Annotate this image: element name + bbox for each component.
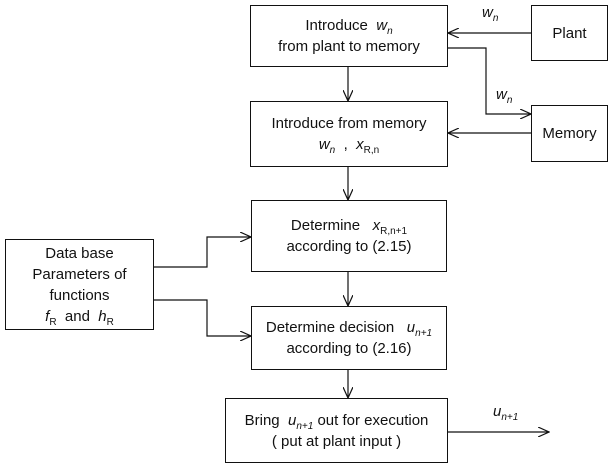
w-symbol: w [496,86,507,103]
n1-subscript: n+1 [501,412,519,423]
n-subscript: n [329,145,336,156]
w-symbol: w [376,17,388,34]
wn-label-plant: wn [482,4,499,24]
database-line2: Parameters of [32,265,127,283]
plant-box: Plant [531,5,608,61]
introduce-from-memory-box: Introduce from memory wn , xR,n [250,101,448,167]
n1-subscript: n+1 [415,328,433,339]
box2-line1: Introduce from memory [271,115,427,132]
box3-line2: according to (2.15) [286,238,412,255]
w-symbol: w [482,4,493,21]
memory-box: Memory [531,105,608,162]
box4-line1: Determine decision [265,319,395,336]
introduce-wn-box: Introduce wn from plant to memory [250,5,448,67]
wn-label-memory: wn [496,86,513,106]
box4-line2: according to (2.16) [286,340,412,357]
w-symbol: w [318,136,330,153]
plant-label: Plant [552,24,587,42]
n-subscript: n [387,26,393,37]
u-symbol: u [287,411,297,429]
box3-line1: Determine [290,217,361,234]
u-symbol: u [493,403,502,420]
arrow-database-box4 [154,299,251,336]
memory-label: Memory [542,125,597,142]
arrow-database-box3 [154,237,251,268]
r-subscript: R [49,316,57,328]
arrow-box1-memory [448,47,531,114]
bring-out-box: Bring un+1 out for execution ( put at pl… [225,398,448,463]
r-subscript: R [106,316,114,328]
box5-line2: ( put at plant input ) [271,432,402,450]
x-symbol: x [356,136,364,153]
box5-out: out for execution [317,411,429,429]
determine-decision-box: Determine decision un+1 according to (2.… [251,306,447,370]
determine-x-box: Determine xR,n+1 according to (2.15) [251,200,447,272]
box5-bring: Bring [244,411,280,429]
rn-subscript: R,n [363,145,380,156]
n-subscript: n [492,13,499,24]
x-symbol: x [372,217,381,234]
n-subscript: n [506,95,513,106]
f-symbol: f [45,307,50,325]
u-symbol: u [406,319,416,336]
box1-line1: Introduce [305,17,368,34]
output-u-label: un+1 [493,403,519,423]
database-box: Data base Parameters of functions fR and… [5,239,154,330]
and-word: and [64,307,90,325]
database-line1: Data base [45,244,114,262]
database-line3: functions [49,286,110,304]
n1-subscript: n+1 [296,420,314,432]
box1-line2: from plant to memory [278,38,420,55]
comma: , [343,136,348,153]
h-symbol: h [98,307,107,325]
rn1-subscript: R,n+1 [380,226,408,237]
